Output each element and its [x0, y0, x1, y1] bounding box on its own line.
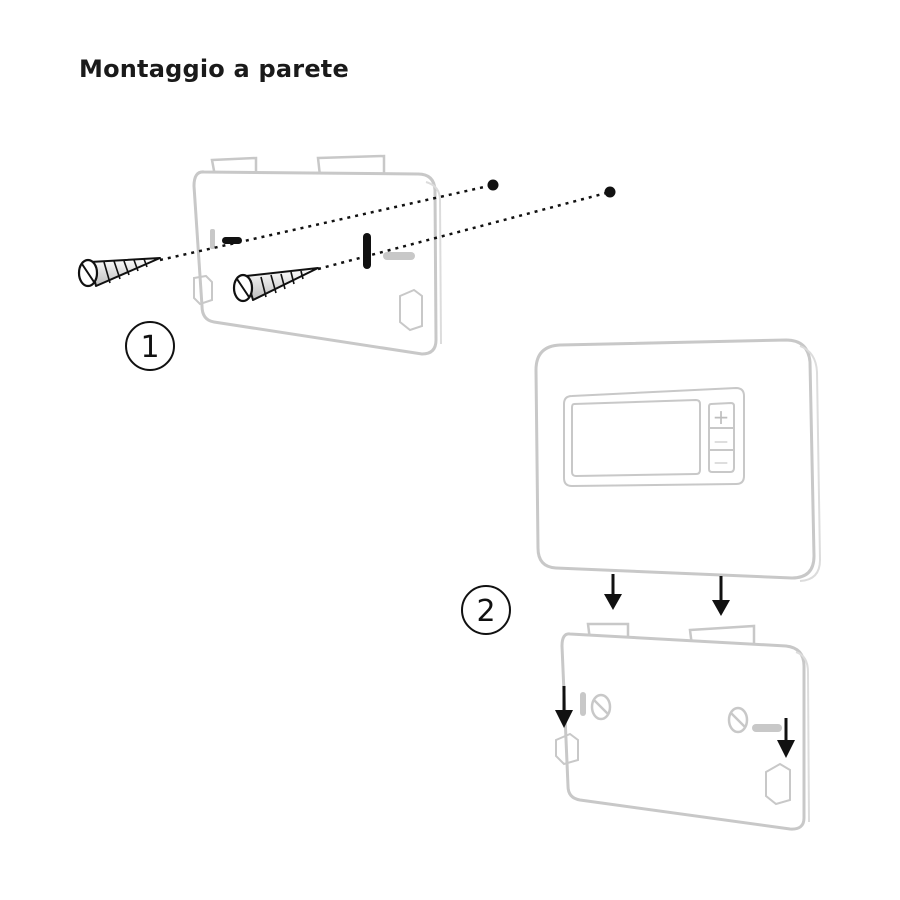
screw-guide-line-left [159, 183, 494, 262]
backplate-bottom-hook-right [399, 288, 423, 332]
screw-guide-line-right [317, 190, 611, 271]
thermostat-body [534, 338, 816, 580]
page-title: Montaggio a parete [79, 55, 349, 83]
wall-point-left [487, 179, 499, 191]
step-1-backplate-assembly: 1 [77, 154, 616, 371]
thermostat-lcd-screen [571, 398, 701, 478]
plus-button-icon: + [713, 405, 730, 429]
backplate [192, 170, 438, 356]
thermostat-button-column: + — — [708, 401, 735, 473]
minus-button-lower-icon: — [714, 455, 728, 471]
backplate-bottom-hook-right [765, 762, 791, 806]
step-2-marker [461, 585, 511, 635]
screw-left-icon [77, 257, 161, 288]
mounting-slot-left-guide [210, 229, 215, 249]
arrow-down-icon [777, 718, 795, 758]
minus-button-icon: — [714, 434, 728, 450]
mounting-slot-right-guide [383, 252, 415, 260]
installed-screw-right-icon [727, 706, 749, 734]
arrow-down-icon [555, 686, 573, 728]
wall-point-right [604, 186, 616, 198]
backplate-bottom-hook-left [555, 732, 579, 766]
mounting-slot-right [363, 233, 371, 269]
step-1-number: 1 [140, 330, 159, 365]
backplate-bottom-hook-left [193, 274, 213, 306]
thermostat-display-frame [563, 386, 745, 488]
installed-screw-left-icon [590, 693, 612, 721]
step-2-number: 2 [476, 594, 495, 629]
step-2-thermostat-assembly: + — — 2 [461, 338, 822, 831]
arrow-down-icon [604, 574, 622, 610]
screw-right-icon [232, 267, 319, 303]
mounting-hole-left [222, 237, 242, 244]
mounting-slot-left-guide [580, 692, 586, 716]
mounting-slot-right-guide [752, 724, 782, 732]
arrow-down-icon [712, 576, 730, 616]
step-1-marker [125, 321, 175, 371]
